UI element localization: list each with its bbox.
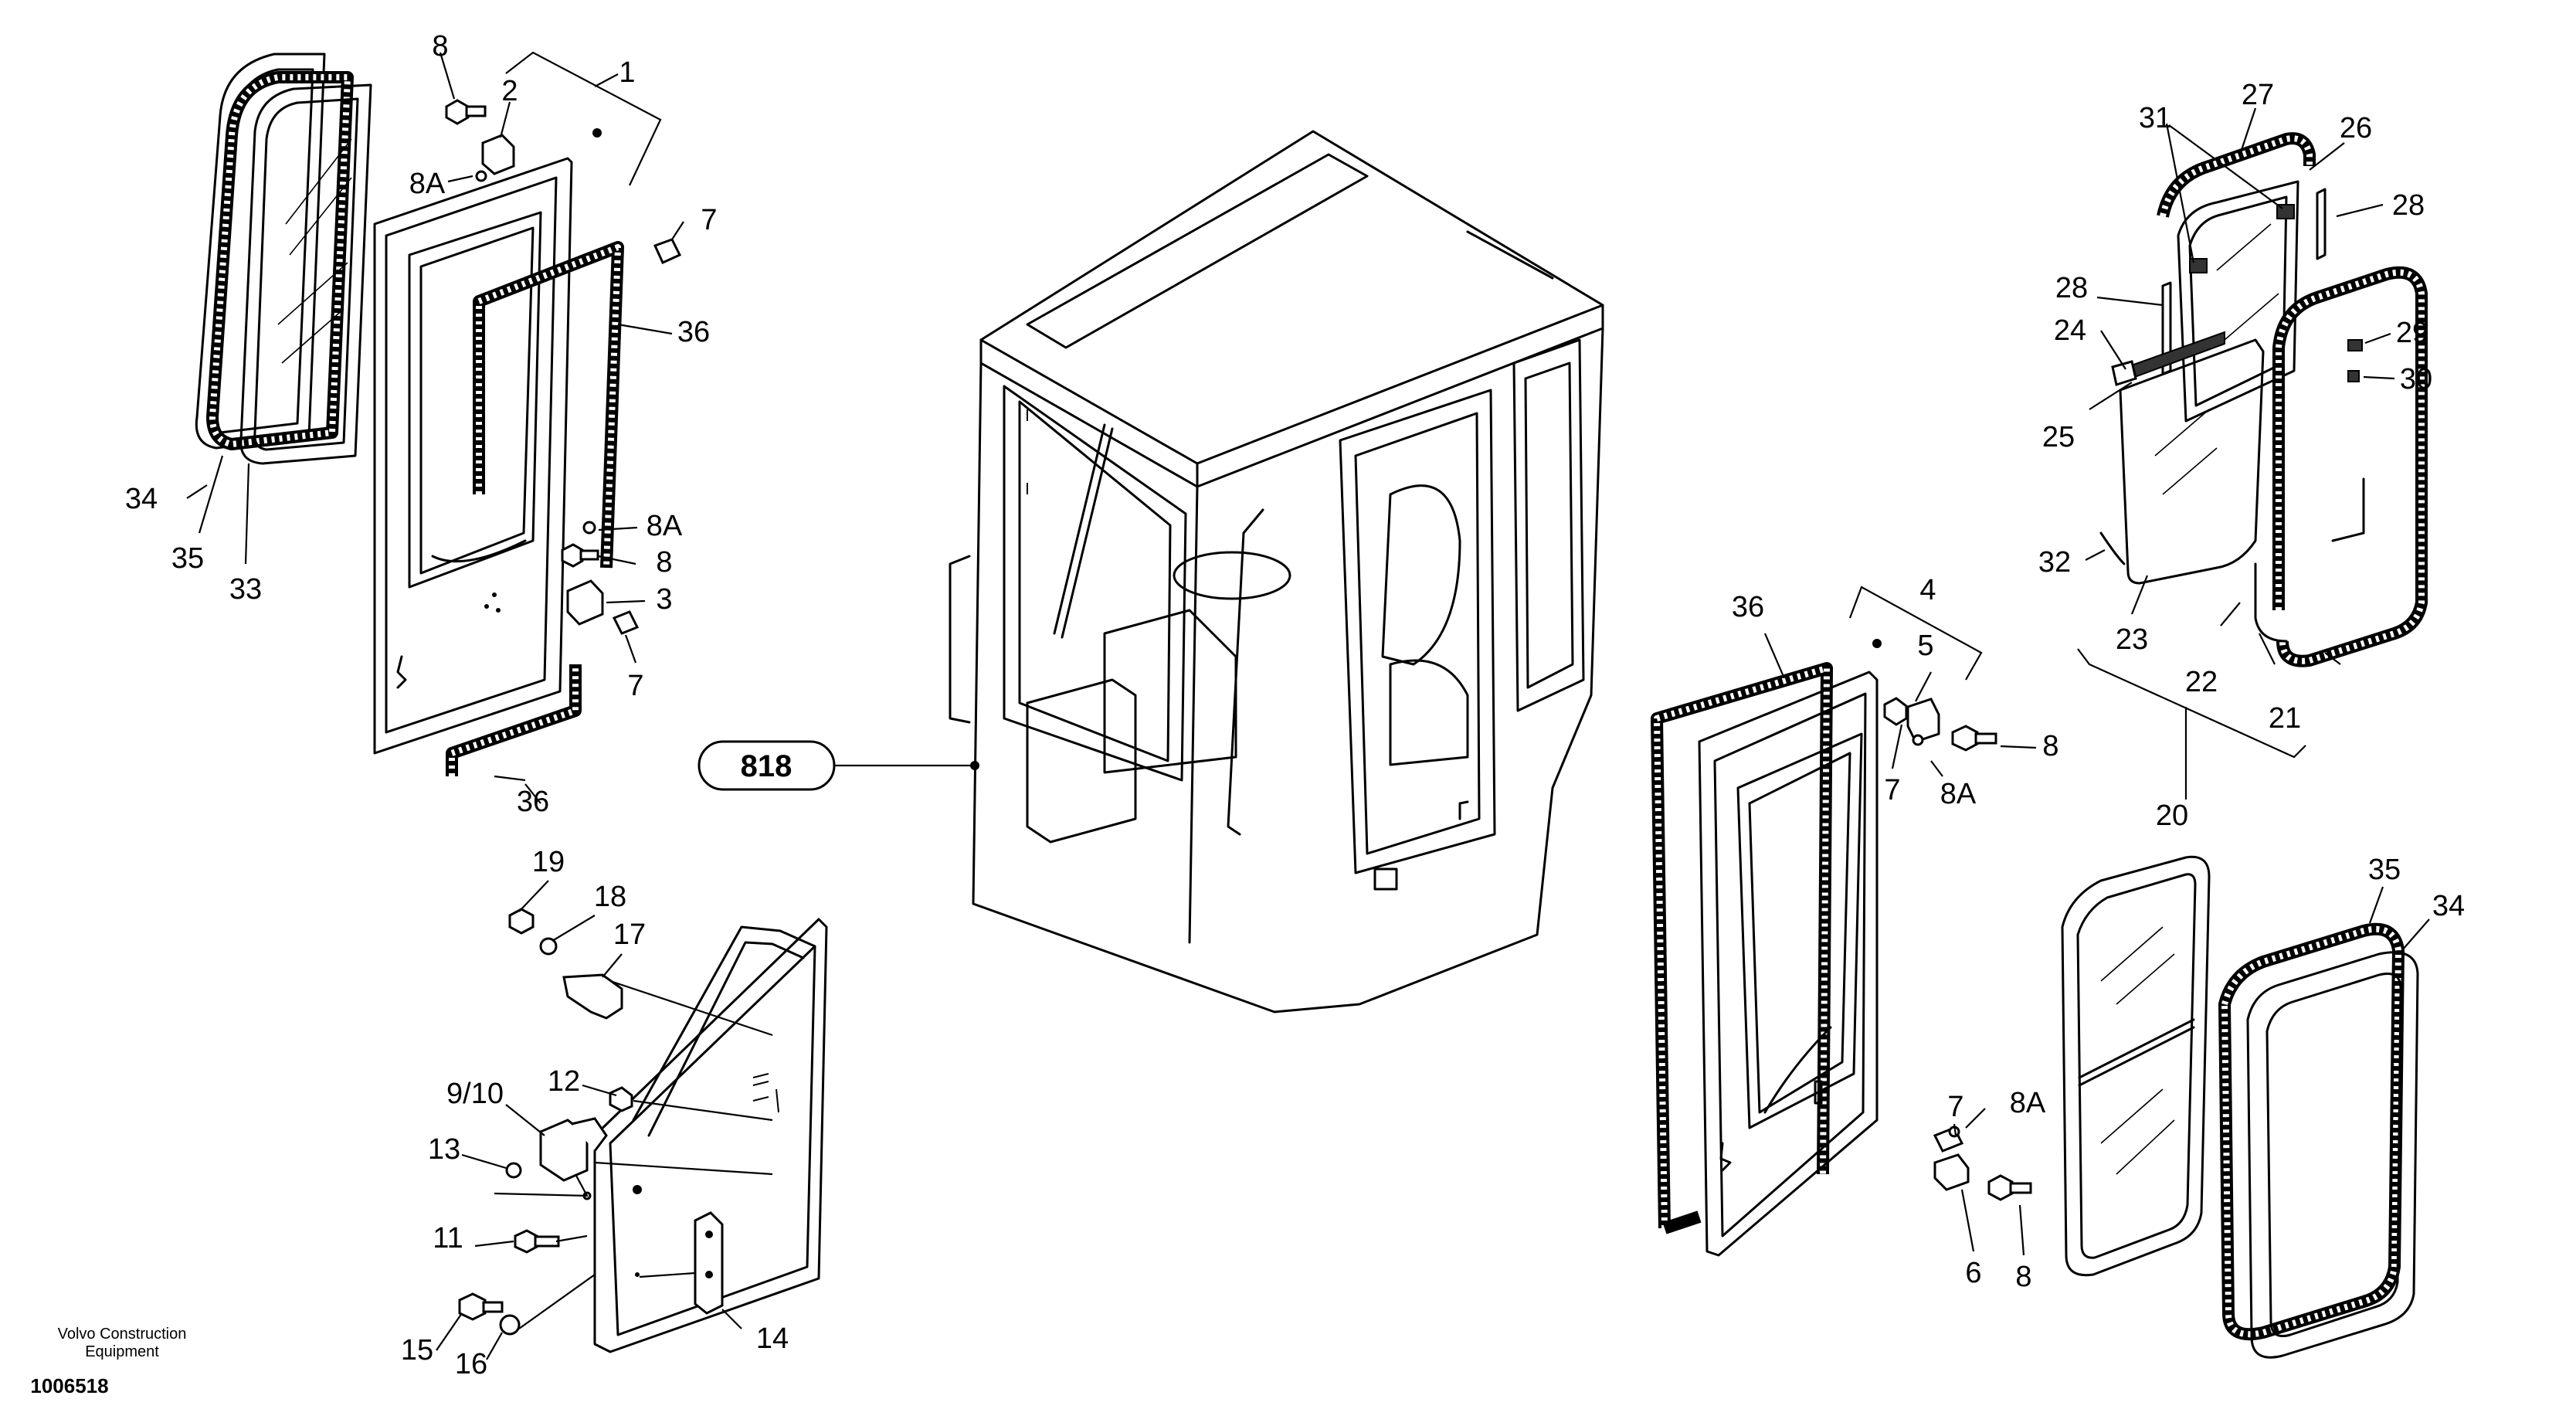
label-7: 7: [701, 204, 717, 236]
label-32: 32: [2038, 546, 2071, 579]
sliding-window-assembly: [2077, 132, 2428, 800]
label-8: 8: [432, 30, 448, 63]
label-24: 24: [2054, 314, 2086, 347]
brand-line-1: Volvo Construction: [58, 1326, 187, 1343]
reference-818[interactable]: 818: [697, 740, 979, 791]
label-25: 25: [2042, 421, 2075, 453]
label-1: 1: [619, 56, 635, 89]
label-35: 35: [2368, 854, 2401, 886]
label-4: 4: [1919, 574, 1936, 606]
label-36: 36: [517, 786, 549, 818]
footer: Volvo Construction Equipment 1006518: [30, 1326, 186, 1397]
label-6: 6: [1965, 1257, 1981, 1289]
label-12: 12: [548, 1065, 580, 1098]
right-door-frame: [1698, 671, 1879, 1257]
label-33: 33: [229, 573, 262, 606]
label-7: 7: [1884, 774, 1900, 806]
label-8A: 8A: [647, 510, 683, 542]
drawing-id: 1006518: [30, 1374, 108, 1397]
left-door-seals: [446, 241, 624, 776]
label-5: 5: [1917, 630, 1933, 662]
left-window-frames: [195, 53, 372, 465]
label-22: 22: [2185, 666, 2218, 698]
label-18: 18: [594, 881, 626, 913]
label-7: 7: [627, 670, 643, 702]
label-28: 28: [2055, 272, 2088, 304]
label-35: 35: [171, 542, 204, 575]
label-31: 31: [2139, 102, 2171, 134]
label-11: 11: [433, 1222, 463, 1255]
label-8A: 8A: [1940, 778, 1977, 810]
leader-lines: [186, 51, 2430, 1360]
label-8: 8: [2015, 1261, 2031, 1293]
right-door-seal: [1651, 662, 1833, 1234]
brand-line-2: Equipment: [85, 1343, 159, 1360]
label-34: 34: [2432, 890, 2465, 922]
label-27: 27: [2242, 79, 2274, 111]
label-34: 34: [125, 483, 158, 515]
lower-left-hardware: [458, 908, 633, 1336]
cab-assembly: [949, 130, 1604, 1013]
label-28: 28: [2392, 189, 2425, 222]
label-15: 15: [401, 1334, 433, 1367]
label-8A: 8A: [2010, 1087, 2046, 1119]
label-7: 7: [1947, 1091, 1963, 1123]
left-door-hardware: [445, 99, 682, 635]
label-36: 36: [1732, 591, 1764, 623]
reference-818-label: 818: [741, 749, 792, 783]
label-30: 30: [2400, 363, 2432, 396]
label-19: 19: [532, 846, 565, 878]
sliding-window-frame-20: [2061, 855, 2211, 1277]
label-3: 3: [656, 583, 672, 616]
label-21: 21: [2269, 702, 2301, 735]
part-labels: 8 1 2 8A 7 36 34 35 33 8A 8 3 7 36 19 18…: [125, 30, 2465, 1380]
label-8: 8: [656, 546, 672, 579]
left-door-frame: [373, 157, 573, 755]
label-13: 13: [428, 1133, 460, 1166]
label-9-10: 9/10: [446, 1078, 504, 1110]
window-seals-lower-right: [2218, 922, 2419, 1359]
lower-left-door-panel: [593, 918, 828, 1353]
label-29: 29: [2396, 317, 2428, 349]
label-26: 26: [2340, 112, 2372, 144]
label-14: 14: [756, 1322, 789, 1355]
label-20: 20: [2156, 800, 2188, 832]
label-17: 17: [613, 918, 646, 951]
label-2: 2: [501, 75, 518, 107]
label-16: 16: [455, 1348, 487, 1380]
label-23: 23: [2116, 623, 2148, 656]
label-8: 8: [2042, 730, 2058, 762]
label-36: 36: [677, 316, 710, 348]
label-8A: 8A: [409, 168, 446, 200]
